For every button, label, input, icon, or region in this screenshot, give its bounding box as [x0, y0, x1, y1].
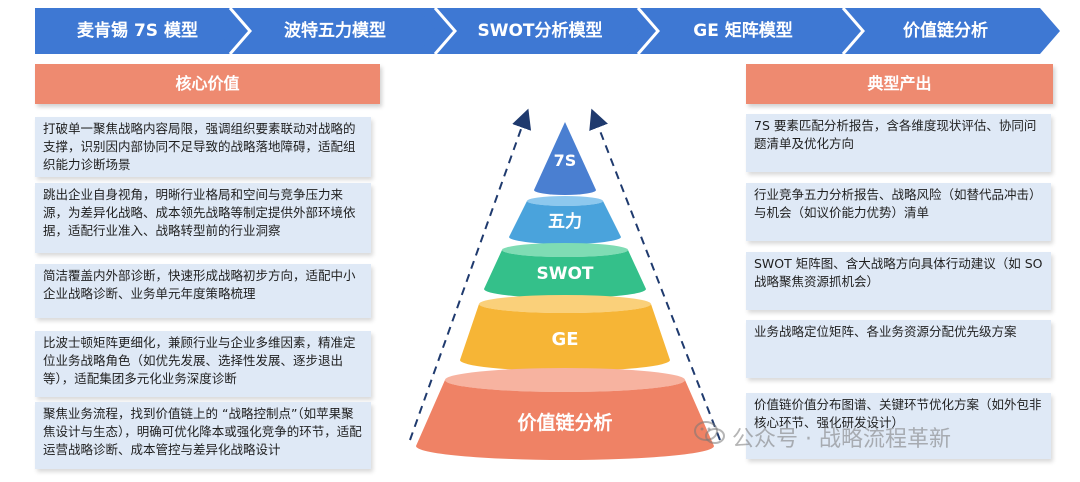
tier-label-swot: SWOT — [536, 264, 593, 284]
tier-label-7s: 7S — [554, 151, 577, 170]
dashed-arrow-right — [589, 108, 721, 441]
left-item-porter: 跳出企业自身视角，明晰行业格局和空间与竞争压力来源，为差异化战略、成本领先战略等… — [35, 183, 371, 253]
pyramid-tier-swot: SWOT — [484, 243, 646, 298]
chevron-shape-3 — [417, 8, 658, 54]
watermark-text: 公众号 · 战略流程革新 — [732, 427, 951, 452]
chevron-label-ge: GE 矩阵模型 — [693, 21, 793, 41]
right-item-ge: 业务战略定位矩阵、各业务资源分配优先级方案 — [746, 320, 1051, 378]
right-item-porter: 行业竞争五力分析报告、战略风险（如替代品冲击）与机会（如议价能力优势）清单 — [746, 183, 1051, 241]
chevron-shape-5 — [825, 8, 1060, 54]
chevron-shape-2 — [212, 8, 455, 54]
left-item-value-chain: 聚焦业务流程，找到价值链上的 “战略控制点”（如苹果聚焦设计与生态），明确可优化… — [35, 402, 371, 469]
left-item-swot: 简洁覆盖内外部诊断，快速形成战略初步方向，适配中小企业战略诊断、业务单元年度策略… — [35, 264, 371, 318]
left-item-ge: 比波士顿矩阵更细化，兼顾行业与企业多维因素，精准定位业务战略角色（如优先发展、选… — [35, 331, 371, 397]
tier-label-wuli: 五力 — [548, 211, 582, 232]
chevron-label-7s: 麦肯锡 7S 模型 — [77, 21, 198, 41]
right-item-swot: SWOT 矩阵图、含大战略方向具体行动建议（如 SO 战略聚焦资源抓机会） — [746, 252, 1051, 310]
left-item-7s: 打破单一聚焦战略内容局限，强调组织要素联动对战略的支撑，识别因内部协同不足导致的… — [35, 117, 371, 177]
right-item-value-chain: 价值链价值分布图谱、关键环节优化方案（如外包非核心环节、强化研发设计） — [746, 393, 1051, 459]
process-chevron-bar — [35, 7, 1060, 55]
model-pyramid: 7S 五力 SWOT GE 价值链分析 — [409, 108, 721, 460]
right-header: 典型产出 — [746, 64, 1053, 104]
pyramid-tier-value-chain: 价值链分析 — [416, 368, 714, 460]
pyramid-tier-ge: GE — [460, 295, 670, 371]
chevron-shape-1 — [35, 8, 250, 54]
pyramid-tier-7s: 7S — [534, 122, 596, 195]
left-header: 核心价值 — [35, 64, 380, 104]
tier-label-value-chain: 价值链分析 — [517, 411, 612, 434]
pyramid-tier-wuli: 五力 — [509, 196, 621, 244]
tier-label-ge: GE — [551, 329, 578, 350]
chevron-shape-4 — [620, 8, 863, 54]
chevron-label-swot: SWOT分析模型 — [477, 21, 603, 41]
watermark: 公众号 · 战略流程革新 — [694, 420, 951, 460]
chevron-label-value-chain: 价值链分析 — [903, 21, 988, 41]
chevron-label-porter: 波特五力模型 — [284, 21, 386, 41]
dashed-arrow-left — [409, 108, 532, 441]
right-item-7s: 7S 要素匹配分析报告，含各维度现状评估、协同问题清单及优化方向 — [746, 114, 1051, 172]
wechat-icon — [694, 420, 726, 460]
